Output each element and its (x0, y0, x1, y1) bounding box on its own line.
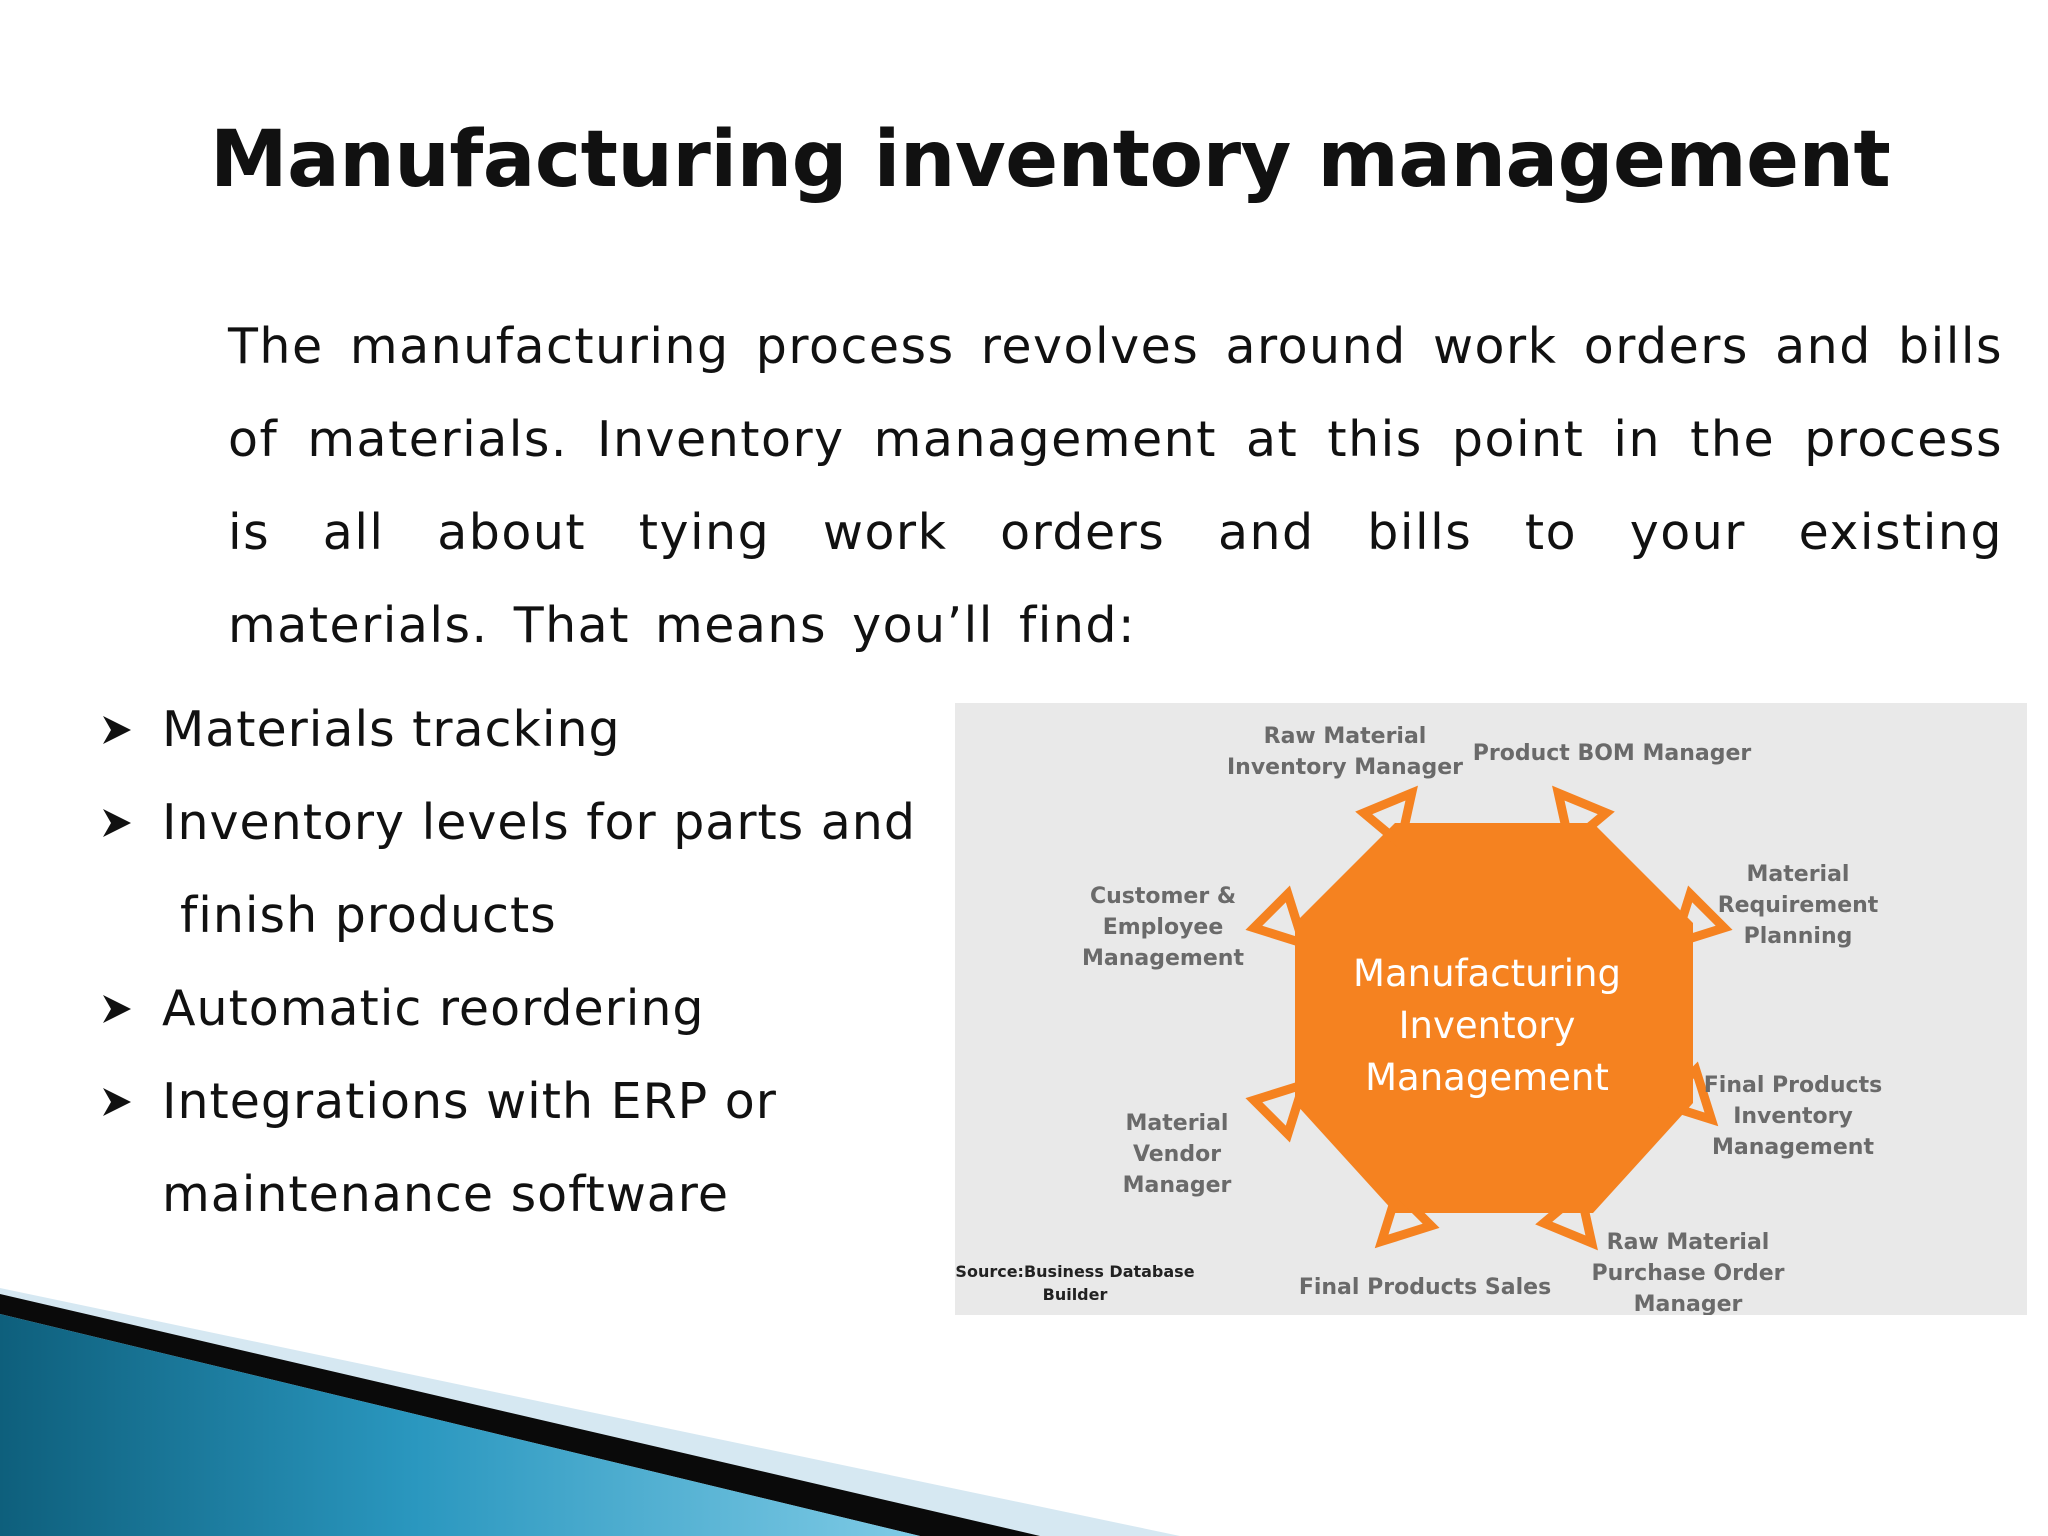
node-label-line: Inventory Manager (1227, 755, 1463, 780)
center-label-line: Manufacturing (1353, 952, 1621, 995)
bullet-item: Integrations with ERP or maintenance sof… (100, 1055, 950, 1241)
node-label-line: Product BOM Manager (1473, 741, 1752, 766)
decorative-swoosh (0, 1288, 1180, 1536)
bullet-list: Materials tracking Inventory levels for … (100, 683, 950, 1241)
source-label-line: Builder (1043, 1285, 1108, 1304)
center-label-line: Management (1365, 1056, 1609, 1099)
slide-title: Manufacturing inventory management (210, 115, 1891, 205)
arrow-connector-icon (1653, 1061, 1719, 1127)
source-label-line: Source:Business Database (955, 1262, 1194, 1281)
node-label-line: Management (1712, 1135, 1874, 1160)
diagram-canvas: Manufacturing Inventory Management Raw M… (955, 724, 1882, 1315)
arrow-connector-icon (1552, 785, 1615, 852)
node-label-line: Planning (1744, 924, 1853, 949)
node-label-line: Vendor (1133, 1142, 1221, 1167)
arrow-bullet-icon (103, 995, 131, 1023)
arrow-connector-icon (1535, 1184, 1598, 1251)
node-label-line: Management (1082, 946, 1244, 971)
node-label-line: Manager (1634, 1292, 1743, 1315)
node-label-line: Customer & (1090, 884, 1236, 909)
bullet-item: Inventory levels for parts and finish pr… (100, 776, 950, 962)
center-label-line: Inventory (1399, 1004, 1576, 1047)
node-label-line: Raw Material (1607, 1230, 1770, 1255)
swoosh-dark-line (0, 1294, 1040, 1536)
arrow-bullet-icon (103, 809, 131, 837)
intro-paragraph: The manufacturing process revolves aroun… (228, 318, 2003, 654)
bullet-text-continued: finish products (180, 887, 557, 944)
node-label-line: Material (1126, 1111, 1229, 1136)
node-label-line: Final Products Sales (1299, 1275, 1551, 1300)
arrow-connector-icon (1667, 885, 1733, 951)
diagram-figure: Manufacturing Inventory Management Raw M… (955, 703, 2027, 1315)
bullet-text: Materials tracking (162, 701, 621, 758)
bullet-item: Materials tracking (100, 683, 950, 776)
bullet-item: Automatic reordering (100, 962, 950, 1055)
node-label-line: Employee (1103, 915, 1224, 940)
node-label-line: Raw Material (1264, 724, 1427, 749)
swoosh-teal (0, 1314, 920, 1536)
arrow-bullet-icon (103, 716, 131, 744)
arrow-connector-icon (1374, 1183, 1440, 1249)
node-label-line: Final Products (1704, 1073, 1882, 1098)
bullet-text: Integrations with ERP or (162, 1073, 777, 1130)
arrow-connector-icon (1355, 785, 1418, 852)
node-label-line: Material (1747, 862, 1850, 887)
arrow-bullet-icon (103, 1088, 131, 1116)
bullet-text: Automatic reordering (162, 980, 705, 1037)
arrow-connector-icon (1245, 1077, 1311, 1143)
node-label-line: Requirement (1718, 893, 1879, 918)
node-label-line: Manager (1123, 1173, 1232, 1198)
node-label-line: Purchase Order (1592, 1261, 1785, 1286)
center-octagon (1295, 823, 1693, 1213)
node-label-line: Inventory (1733, 1104, 1853, 1129)
bullet-text-continued: maintenance software (162, 1166, 730, 1223)
bullet-text: Inventory levels for parts and (162, 794, 916, 851)
arrow-connector-icon (1245, 885, 1311, 951)
